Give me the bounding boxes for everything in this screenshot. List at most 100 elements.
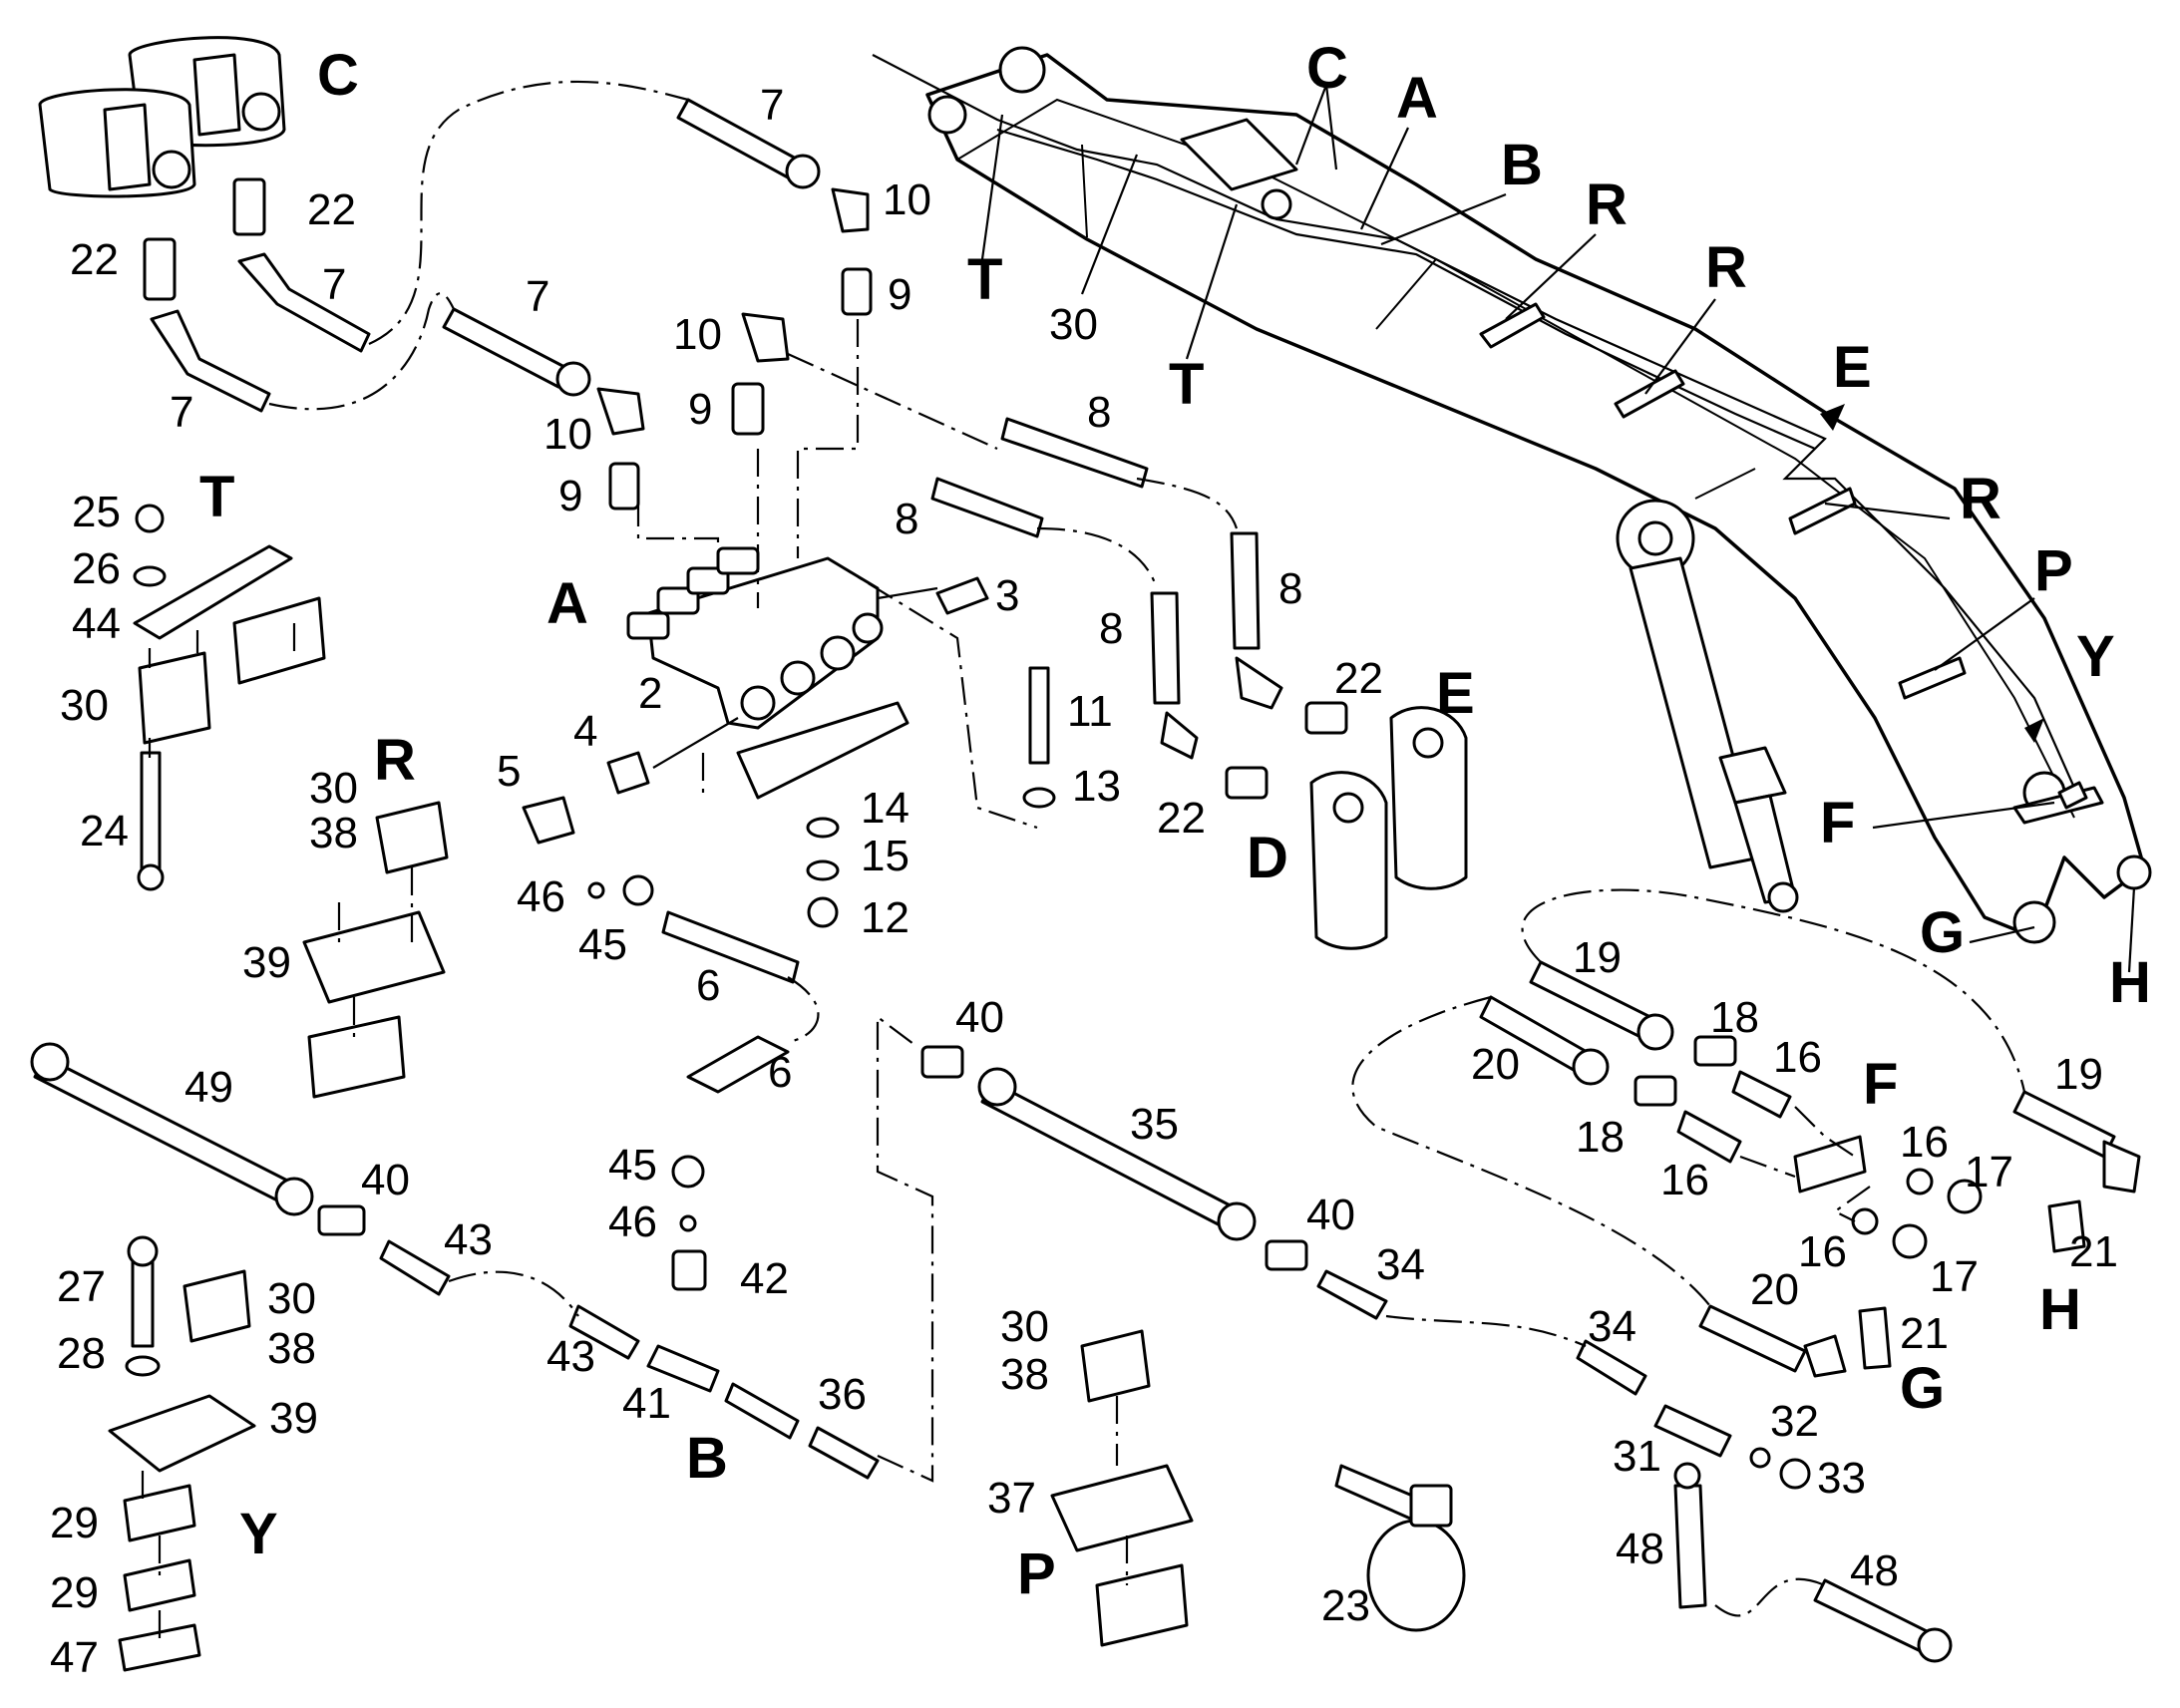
part-number-label: 25 [72, 488, 121, 536]
part-number-label: 40 [1306, 1191, 1355, 1239]
part-number-label: 4 [573, 707, 597, 756]
part-number-label: 36 [818, 1370, 867, 1419]
cylinder-ends-c [38, 36, 286, 301]
valve-block-a [522, 546, 1056, 928]
part-number-label: 7 [526, 272, 549, 321]
hoses-6-49 [30, 910, 800, 1296]
assembly-letter-label: H [2109, 950, 2151, 1015]
part-number-label: 18 [1576, 1113, 1625, 1162]
part-number-label: 40 [955, 993, 1004, 1042]
part-number-label: 16 [1660, 1156, 1709, 1204]
part-number-label: 30 [60, 681, 109, 730]
assembly-letter-label: T [199, 465, 234, 529]
fittings-b [568, 1155, 880, 1480]
assembly-letter-label: G [1920, 900, 1965, 965]
part-number-label: 22 [1157, 794, 1206, 843]
assembly-letter-label: R [1705, 235, 1747, 300]
part-number-label: 22 [1334, 654, 1383, 703]
part-number-label: 39 [269, 1394, 318, 1443]
part-number-label: 26 [72, 544, 121, 593]
part-number-label: 30 [1000, 1302, 1049, 1351]
part-number-label: 14 [861, 784, 909, 833]
part-number-label: 11 [1067, 687, 1113, 736]
part-number-label: 8 [1087, 388, 1111, 437]
assembly-letter-label: F [1820, 791, 1855, 855]
part-number-label: 48 [1616, 1525, 1664, 1573]
part-number-label: 27 [57, 1262, 106, 1311]
assembly-letter-label: T [1169, 352, 1204, 417]
part-number-label: 8 [895, 495, 918, 543]
clamp-stack-t [133, 504, 326, 891]
part-number-label: 16 [1773, 1033, 1822, 1082]
part-number-label: 10 [673, 310, 722, 359]
part-number-label: 47 [50, 1633, 99, 1682]
part-number-label: 23 [1321, 1581, 1370, 1630]
part-number-label: 37 [987, 1474, 1036, 1523]
part-number-label: 42 [740, 1254, 789, 1303]
part-number-label: 29 [50, 1499, 99, 1547]
part-number-label: 7 [170, 388, 193, 437]
assembly-letter-label: C [1306, 36, 1348, 101]
assembly-letter-label: Y [239, 1502, 278, 1566]
part-number-label: 19 [1573, 933, 1622, 982]
hoses-8-cylinders-de [930, 417, 1468, 950]
part-number-label: 18 [1710, 993, 1759, 1042]
clamp-stack-y [108, 1235, 256, 1672]
part-number-label: 9 [888, 270, 911, 319]
connection-lines [141, 80, 2026, 1640]
part-number-label: 34 [1376, 1240, 1425, 1289]
part-number-label: 43 [444, 1215, 493, 1264]
part-number-label: 24 [80, 807, 129, 855]
part-number-label: 9 [688, 385, 712, 434]
part-number-label: 41 [622, 1379, 671, 1428]
assembly-letter-label: F [1863, 1052, 1898, 1117]
fittings-31-34-hose-48 [1576, 1339, 1953, 1663]
assembly-letter-label: D [1247, 826, 1288, 890]
assembly-letter-label: A [546, 571, 588, 636]
part-number-label: 6 [696, 961, 720, 1010]
part-number-label: 9 [558, 472, 582, 520]
part-number-label: 45 [608, 1141, 657, 1190]
part-number-label: 7 [322, 260, 346, 309]
part-number-label: 17 [1965, 1148, 2013, 1196]
part-number-label: 32 [1770, 1397, 1819, 1446]
part-number-label: 21 [1900, 1309, 1949, 1358]
part-number-label: 45 [578, 920, 627, 969]
part-number-label: 29 [50, 1568, 99, 1617]
part-number-label: 13 [1072, 762, 1121, 811]
part-number-label: 44 [72, 599, 121, 648]
assembly-letter-label: Y [2076, 624, 2115, 689]
part-number-label: 15 [861, 832, 909, 880]
part-number-label: 5 [497, 747, 521, 796]
hose-35-clamp-p [920, 1045, 1466, 1647]
part-number-label: 38 [309, 809, 358, 857]
part-number-label: 7 [760, 81, 784, 130]
callout-labels: C22227771091097109T2526443024A2345464566… [50, 36, 2151, 1682]
part-number-label: 46 [517, 872, 565, 921]
assembly-letter-label: H [2039, 1277, 2081, 1342]
part-number-label: 49 [184, 1063, 233, 1112]
part-number-label: 8 [1278, 564, 1302, 613]
assembly-letter-label: C [317, 43, 359, 108]
part-number-label: 8 [1099, 604, 1123, 653]
hoses-7 [150, 98, 873, 511]
part-number-label: 48 [1850, 1546, 1899, 1595]
assembly-letter-label: T [967, 247, 1002, 312]
part-number-label: 46 [608, 1197, 657, 1246]
assembly-letter-label: G [1900, 1356, 1945, 1421]
part-number-label: 22 [307, 185, 356, 234]
part-number-label: 12 [861, 893, 909, 942]
part-number-label: 33 [1817, 1454, 1866, 1503]
part-number-label: 3 [995, 571, 1019, 620]
part-number-label: 30 [1049, 300, 1098, 349]
boom-assembly [872, 46, 2152, 973]
assembly-letter-label: A [1396, 66, 1438, 131]
part-number-label: 10 [544, 410, 592, 459]
assembly-letter-label: R [1586, 172, 1628, 237]
part-number-label: 19 [2054, 1050, 2103, 1099]
part-number-label: 21 [2069, 1227, 2118, 1276]
part-number-label: 10 [883, 175, 931, 224]
part-number-label: 35 [1130, 1100, 1179, 1149]
part-number-label: 6 [768, 1048, 792, 1097]
